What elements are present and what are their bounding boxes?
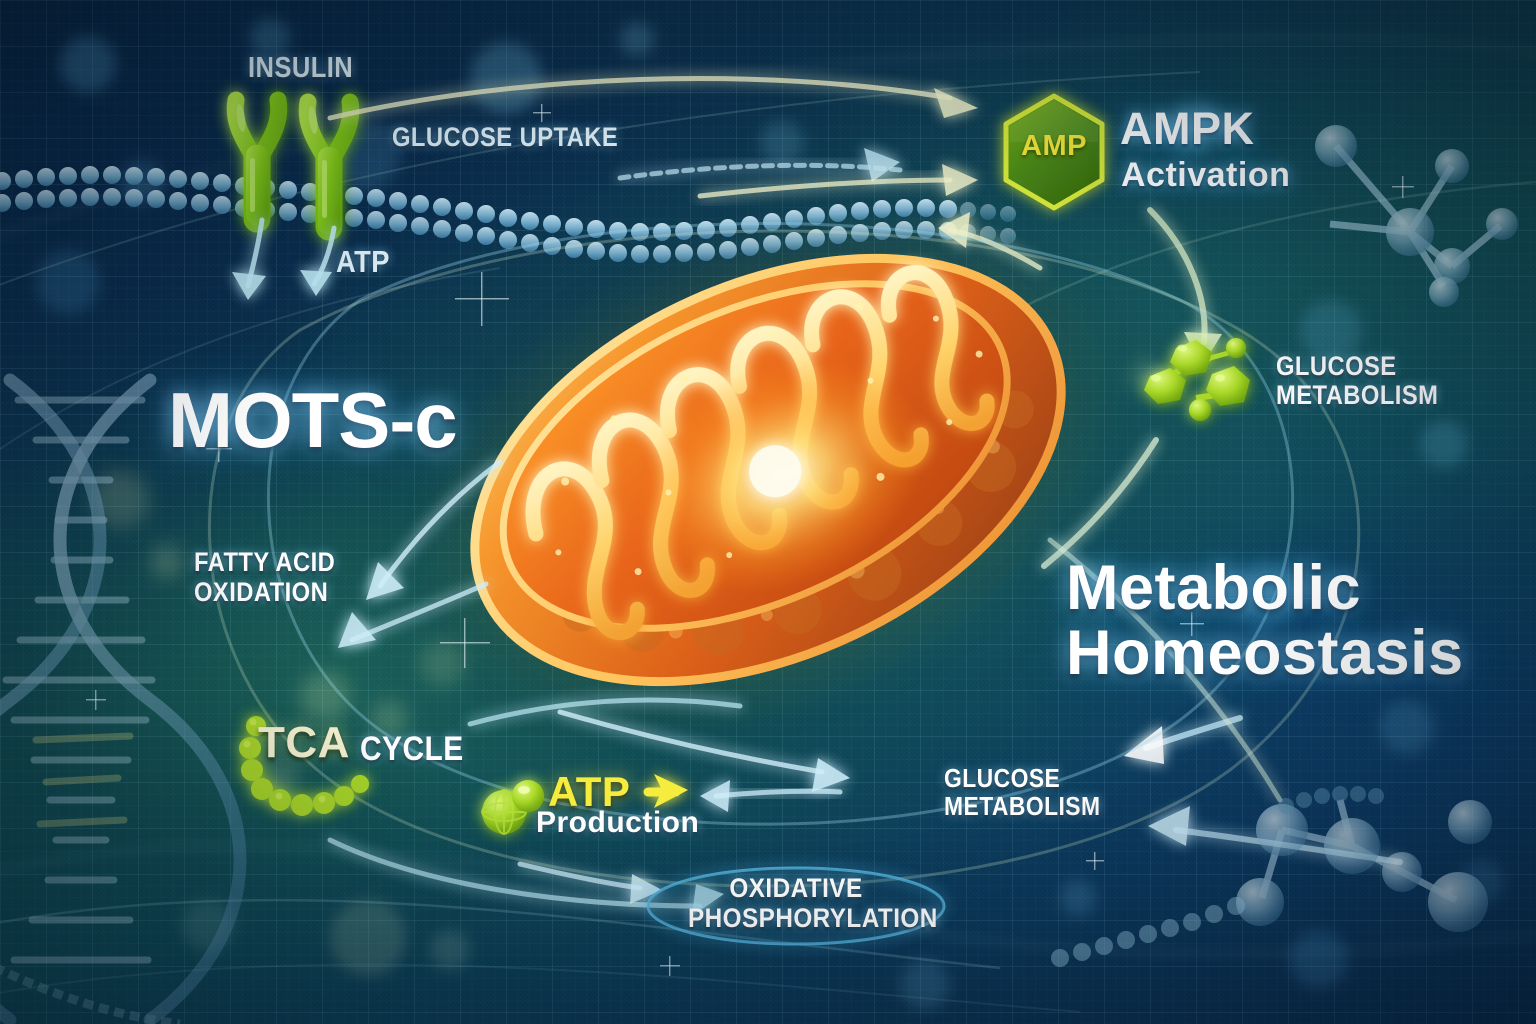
infographic-canvas: INSULIN GLUCOSE UPTAKE ATP AMP AMPK Acti… [0,0,1536,1024]
vignette-overlay [0,0,1536,1024]
